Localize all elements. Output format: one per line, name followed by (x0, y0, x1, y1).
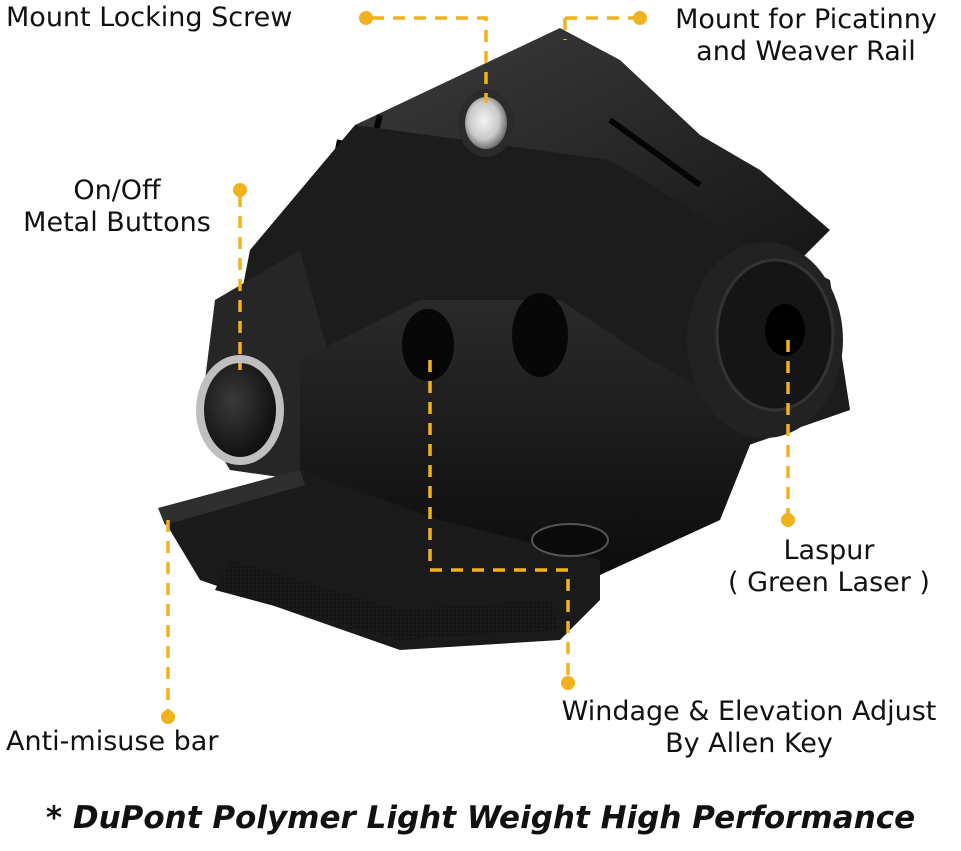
label-windage-line1: Windage & Elevation Adjust (561, 696, 937, 727)
dot-icon (633, 11, 647, 25)
label-laspur-line2: ( Green Laser ) (728, 567, 930, 598)
callout-dots (161, 11, 795, 724)
callout-line-mount-screw (372, 16, 488, 103)
label-on-off-buttons: On/Off Metal Buttons (2, 175, 232, 239)
label-mount-rail-line1: Mount for Picatinny (675, 4, 937, 35)
adjust-hole-right (512, 293, 568, 377)
label-mount-locking-screw: Mount Locking Screw (6, 2, 293, 33)
callout-line-windage (428, 360, 570, 680)
label-windage-line2: By Allen Key (665, 728, 833, 759)
label-laspur-line1: Laspur (783, 535, 875, 566)
label-buttons-line2: Metal Buttons (23, 207, 211, 238)
callout-lines (166, 16, 790, 715)
label-windage: Windage & Elevation Adjust By Allen Key (540, 696, 958, 760)
laser-sight-body (158, 28, 850, 650)
laser-aperture (765, 304, 805, 356)
dot-icon (359, 11, 373, 25)
anti-misuse-bar (158, 470, 305, 525)
dot-icon (781, 513, 795, 527)
dot-icon (161, 710, 175, 724)
adjust-hole-left (402, 309, 454, 381)
footer-tagline: * DuPont Polymer Light Weight High Perfo… (45, 800, 916, 836)
textured-base-pad (215, 560, 560, 640)
label-mount-rail: Mount for Picatinny and Weaver Rail (656, 4, 956, 68)
windage-screw (531, 523, 609, 557)
label-mount-rail-line2: and Weaver Rail (696, 36, 916, 67)
label-anti-misuse-bar: Anti-misuse bar (6, 726, 219, 757)
label-laspur: Laspur ( Green Laser ) (700, 535, 958, 599)
dot-icon (561, 676, 575, 690)
label-buttons-line1: On/Off (73, 175, 161, 206)
dot-icon (233, 183, 247, 197)
